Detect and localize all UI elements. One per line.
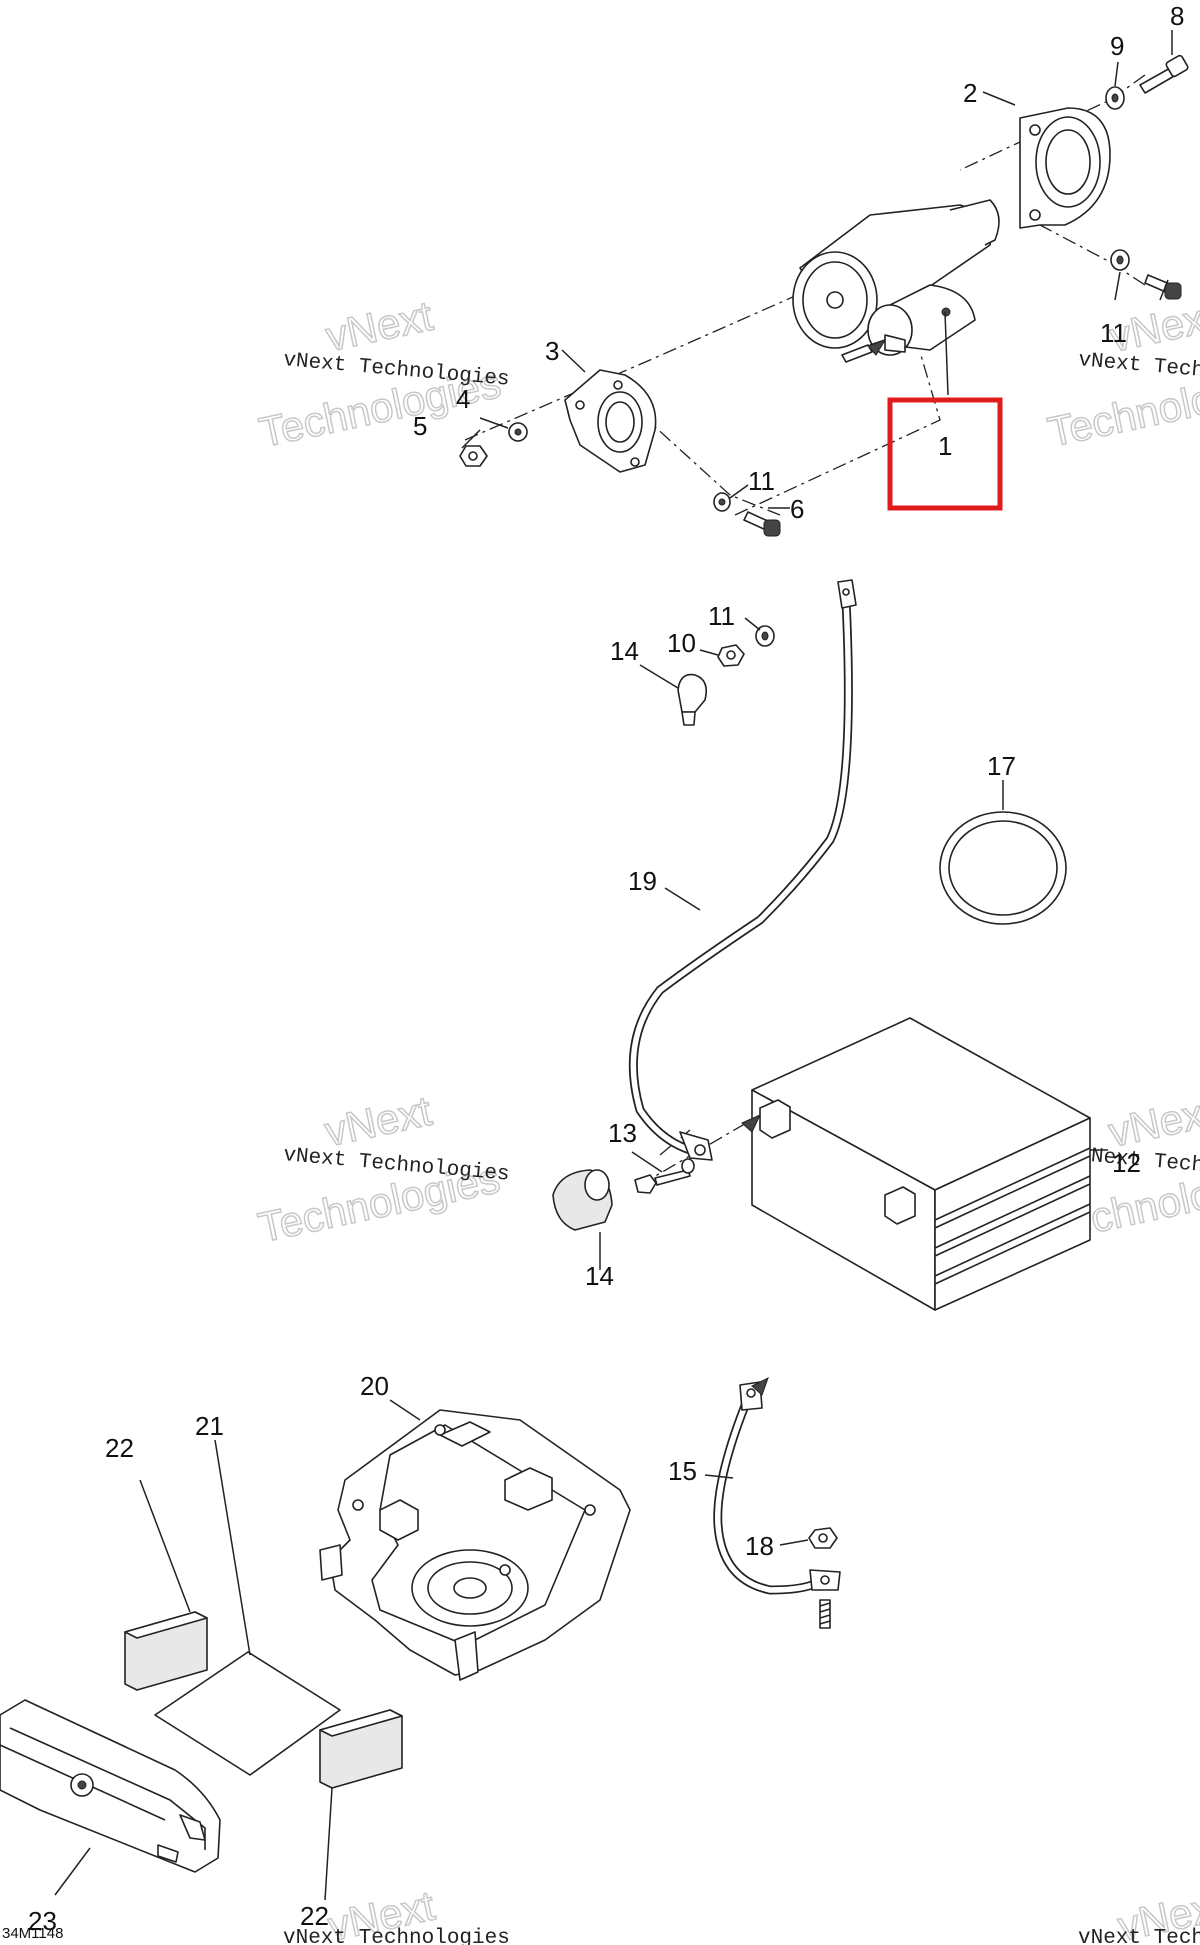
starter-bracket <box>564 369 657 473</box>
callout-8: 8 <box>1170 1 1184 31</box>
callout-17: 17 <box>987 751 1016 781</box>
callout-11-middle: 11 <box>748 466 775 496</box>
terminal-cap-top <box>677 673 708 726</box>
battery-12 <box>751 1017 1091 1311</box>
callout-9: 9 <box>1110 31 1124 61</box>
negative-cable-15 <box>713 1381 841 1595</box>
callout-10: 10 <box>667 628 696 658</box>
callouts: 8 9 2 11 3 4 5 11 6 11 10 14 17 19 13 12… <box>28 1 1184 1936</box>
callout-14-top: 14 <box>610 636 639 666</box>
mounting-plate <box>1019 107 1111 229</box>
stud <box>819 1599 831 1629</box>
highlight-box <box>887 397 1003 511</box>
arrows <box>741 339 887 1396</box>
starter-motor <box>792 199 1000 363</box>
svg-text:vNext: vNext <box>321 1087 436 1155</box>
callout-6: 6 <box>790 494 804 524</box>
callout-23: 23 <box>28 1906 57 1936</box>
washer-11-cable <box>755 625 775 647</box>
callout-14-lower: 14 <box>585 1261 614 1291</box>
block-22-lower <box>319 1709 403 1789</box>
block-22-upper <box>124 1611 208 1691</box>
watermark-text-5: vNext Technologies <box>283 1927 510 1945</box>
highlighted-part-callout[interactable]: 1 <box>887 397 1003 511</box>
diagram-reference: 34M1148 <box>2 1925 63 1942</box>
cover-23 <box>0 1699 221 1873</box>
callout-12: 12 <box>1112 1148 1141 1178</box>
callout-1: 1 <box>938 431 952 461</box>
callout-20: 20 <box>360 1371 389 1401</box>
callout-4: 4 <box>456 384 470 414</box>
callout-2: 2 <box>963 78 977 108</box>
callout-15: 15 <box>668 1456 697 1486</box>
svg-text:vNext: vNext <box>322 292 437 360</box>
callout-11-cable: 11 <box>708 601 735 631</box>
washer-4 <box>508 422 528 442</box>
bolt-8 <box>1139 54 1189 94</box>
nut-5 <box>459 445 488 467</box>
positive-cable-19 <box>628 579 857 1161</box>
bolt-right <box>1144 274 1182 300</box>
callout-18: 18 <box>745 1531 774 1561</box>
callout-21: 21 <box>195 1411 224 1441</box>
bolt-6 <box>743 511 781 537</box>
battery-tray-20 <box>319 1409 631 1681</box>
callout-19: 19 <box>628 866 657 896</box>
callout-11-right: 11 <box>1100 318 1127 348</box>
washer-9 <box>1105 86 1125 110</box>
terminal-cap-lower <box>552 1169 613 1231</box>
pad-21 <box>154 1651 341 1776</box>
svg-text:vNext: vNext <box>1104 1088 1200 1156</box>
assembly-lines <box>464 74 1146 1186</box>
leader-lines <box>54 30 1173 1901</box>
nut-18 <box>808 1527 838 1549</box>
terminal-bolt-13 <box>634 1158 695 1194</box>
nut-10 <box>717 644 745 667</box>
watermark-text-6: vNext Technologies <box>1078 1927 1200 1945</box>
callout-5: 5 <box>413 411 427 441</box>
callout-22-upper: 22 <box>105 1433 134 1463</box>
callout-22-lower: 22 <box>300 1901 329 1931</box>
washer-11-right <box>1110 249 1130 271</box>
callout-3: 3 <box>545 336 559 366</box>
o-ring-17 <box>939 811 1067 925</box>
callout-13: 13 <box>608 1118 637 1148</box>
washer-11-middle <box>713 492 731 512</box>
